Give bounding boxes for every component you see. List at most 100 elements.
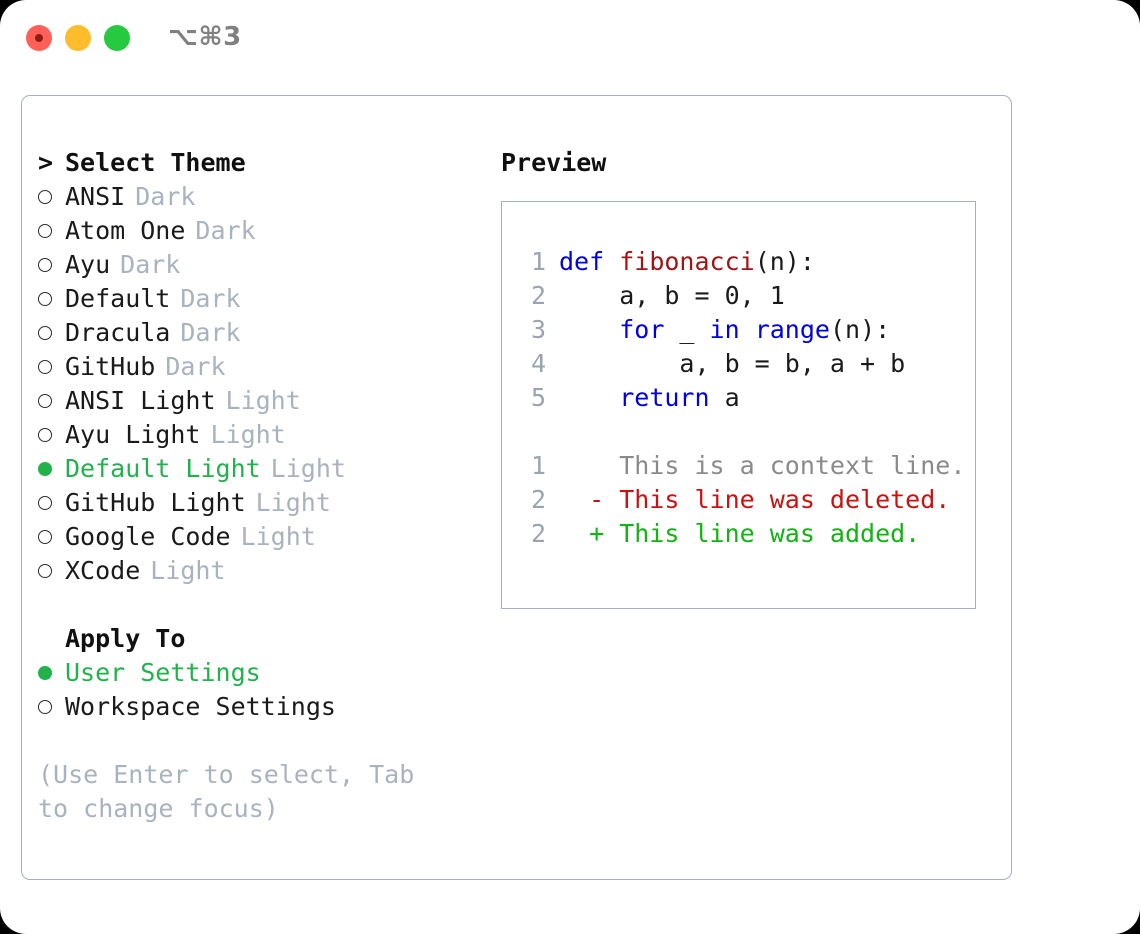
radio-dot xyxy=(38,496,52,510)
theme-item[interactable]: Ayu Light Light xyxy=(38,418,478,452)
code-diff-separator xyxy=(518,415,975,449)
radio-unselected-icon[interactable] xyxy=(38,564,65,578)
theme-item-tag: Dark xyxy=(120,250,181,279)
radio-unselected-icon[interactable] xyxy=(38,360,65,374)
apply-to-item[interactable]: Workspace Settings xyxy=(38,690,478,724)
theme-item-label: GitHub xyxy=(65,352,156,381)
list-spacer xyxy=(38,588,478,622)
theme-item[interactable]: Ayu Dark xyxy=(38,248,478,282)
radio-unselected-icon[interactable] xyxy=(38,394,65,408)
diff-line-text: This line was deleted. xyxy=(604,485,951,514)
radio-unselected-icon[interactable] xyxy=(38,258,65,272)
radio-unselected-icon[interactable] xyxy=(38,326,65,340)
code-token: return xyxy=(619,383,710,412)
theme-item-label: Dracula xyxy=(65,318,171,347)
radio-dot xyxy=(38,428,52,442)
radio-unselected-icon[interactable] xyxy=(38,428,65,442)
apply-to-item-label: Workspace Settings xyxy=(65,692,336,721)
code-token: in xyxy=(709,315,740,344)
radio-dot xyxy=(38,394,52,408)
code-token: range xyxy=(754,315,830,344)
code-line-number: 2 xyxy=(530,281,546,310)
theme-item[interactable]: Google Code Light xyxy=(38,520,478,554)
code-token: _ xyxy=(664,315,710,344)
radio-dot xyxy=(38,700,52,714)
apply-to-item[interactable]: User Settings xyxy=(38,656,478,690)
code-token xyxy=(604,247,619,276)
theme-item-label: Google Code xyxy=(65,522,231,551)
code-line-number: 5 xyxy=(530,383,546,412)
code-line-number: 1 xyxy=(530,247,546,276)
apply-to-item-label: User Settings xyxy=(65,658,261,687)
theme-item-tag: Light xyxy=(210,420,286,449)
apply-to-header-label: Apply To xyxy=(65,624,186,653)
diff-line: 2 - This line was deleted. xyxy=(518,483,975,517)
radio-unselected-icon[interactable] xyxy=(38,496,65,510)
diff-marker xyxy=(559,451,604,480)
code-line: 5 return a xyxy=(518,381,975,415)
theme-item-label: Default Light xyxy=(65,454,261,483)
select-theme-header: >Select Theme xyxy=(38,146,478,180)
diff-line-text: This is a context line. xyxy=(604,451,966,480)
code-token xyxy=(559,383,619,412)
theme-item-label: Ayu xyxy=(65,250,111,279)
radio-dot xyxy=(38,530,52,544)
radio-unselected-icon[interactable] xyxy=(38,700,65,714)
diff-marker: - xyxy=(559,485,605,514)
minimize-button[interactable] xyxy=(65,25,91,51)
keyboard-shortcut-label: ⌥⌘3 xyxy=(168,22,242,52)
radio-selected-icon[interactable] xyxy=(38,666,65,680)
code-token xyxy=(559,315,619,344)
code-line: 4 a, b = b, a + b xyxy=(518,347,975,381)
code-token: (n): xyxy=(754,247,815,276)
radio-dot xyxy=(38,190,52,204)
header-caret-icon: > xyxy=(38,148,54,177)
theme-item-label: ANSI Light xyxy=(65,386,216,415)
theme-item-tag: Light xyxy=(240,522,316,551)
radio-unselected-icon[interactable] xyxy=(38,292,65,306)
theme-item[interactable]: Default Light Light xyxy=(38,452,478,486)
code-token xyxy=(740,315,755,344)
radio-dot xyxy=(38,326,52,340)
radio-selected-icon[interactable] xyxy=(38,462,65,476)
theme-item-tag: Light xyxy=(225,386,301,415)
theme-item[interactable]: ANSI Light Light xyxy=(38,384,478,418)
title-bar: ⌥⌘3 xyxy=(0,0,1140,78)
radio-unselected-icon[interactable] xyxy=(38,530,65,544)
diff-marker: + xyxy=(559,519,605,548)
radio-dot xyxy=(38,666,52,680)
radio-dot xyxy=(38,292,52,306)
radio-dot xyxy=(38,462,52,476)
theme-item-tag: Dark xyxy=(195,216,256,245)
apply-to-header: Apply To xyxy=(38,622,478,656)
theme-item-label: Ayu Light xyxy=(65,420,201,449)
radio-dot xyxy=(38,360,52,374)
theme-item-label: GitHub Light xyxy=(65,488,246,517)
theme-item-tag: Light xyxy=(270,454,346,483)
code-line: 2 a, b = 0, 1 xyxy=(518,279,975,313)
code-line: 3 for _ in range(n): xyxy=(518,313,975,347)
maximize-button[interactable] xyxy=(104,25,130,51)
window-controls xyxy=(26,25,130,51)
close-button[interactable] xyxy=(26,25,52,51)
keyboard-hint: (Use Enter to select, Tab to change focu… xyxy=(38,760,415,823)
code-token: a, b = 0, 1 xyxy=(559,281,785,310)
diff-line-number: 2 xyxy=(530,485,546,514)
radio-unselected-icon[interactable] xyxy=(38,224,65,238)
diff-line-number: 1 xyxy=(530,451,546,480)
radio-unselected-icon[interactable] xyxy=(38,190,65,204)
